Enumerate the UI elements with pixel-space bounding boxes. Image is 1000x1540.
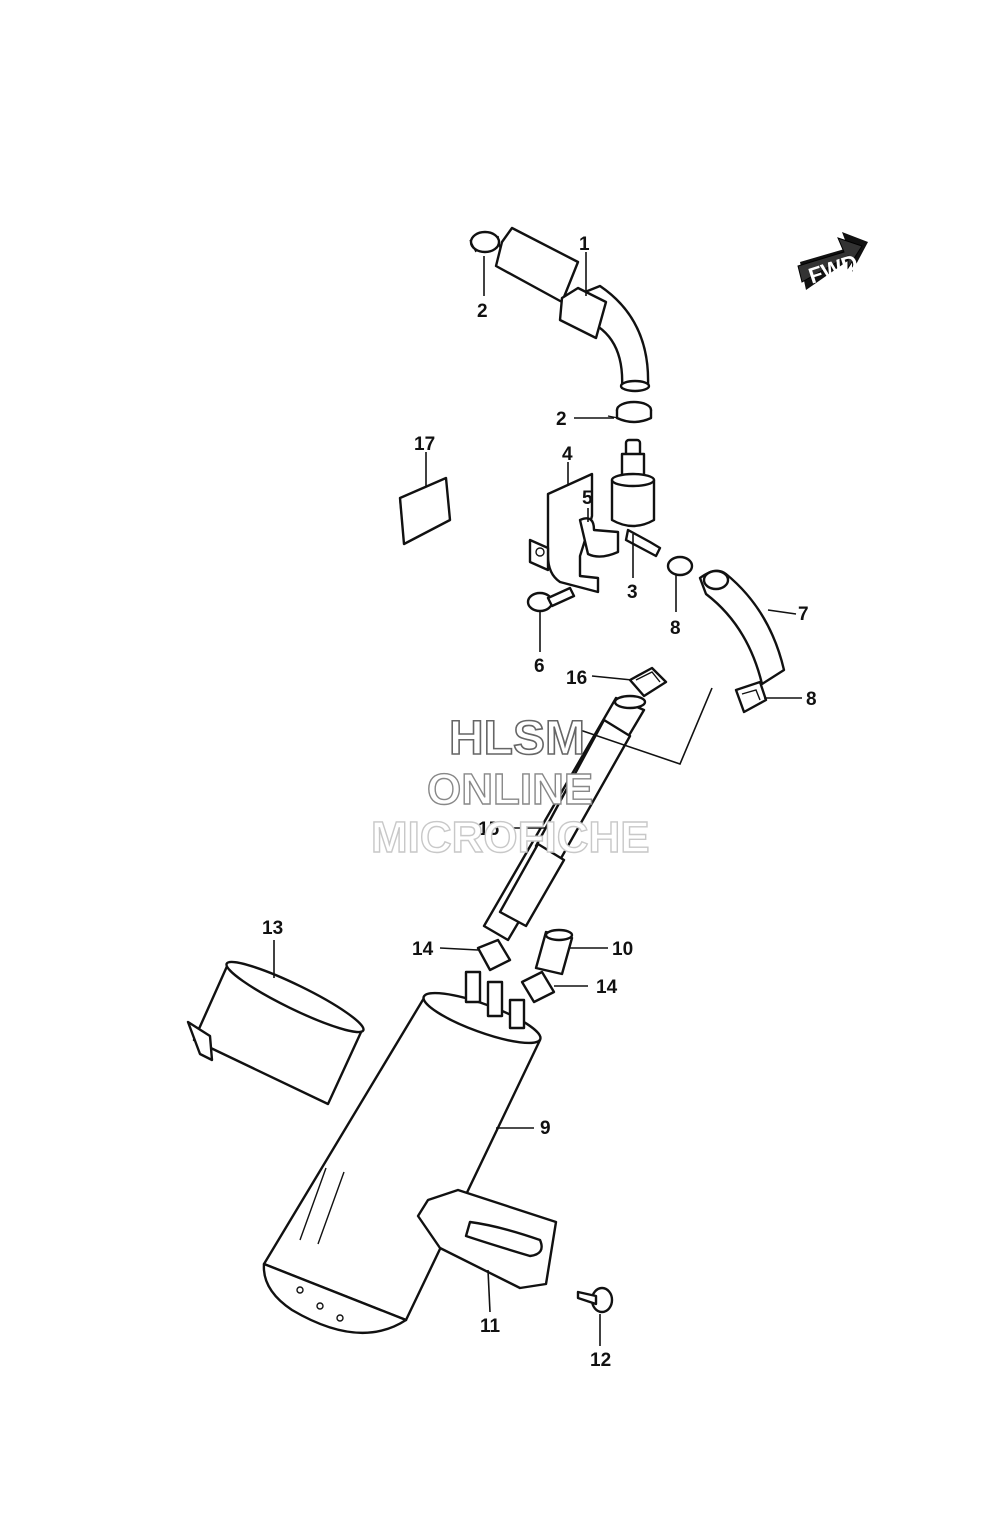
callout-2-mid: 2 bbox=[556, 409, 567, 430]
part-17-label bbox=[398, 476, 452, 546]
part-5-clamp-band bbox=[578, 517, 620, 558]
callout-13: 13 bbox=[262, 918, 283, 939]
callout-10: 10 bbox=[612, 939, 633, 960]
callout-4: 4 bbox=[562, 444, 573, 465]
callout-14-left: 14 bbox=[412, 939, 434, 960]
callout-16: 16 bbox=[566, 668, 587, 689]
callout-labels: 1 2 2 3 4 5 6 7 8 8 9 10 11 12 13 14 14 … bbox=[262, 234, 817, 1371]
callout-6: 6 bbox=[534, 656, 545, 677]
part-6-screw bbox=[526, 586, 576, 613]
part-2-clamp-mid bbox=[607, 400, 653, 424]
part-7-hose bbox=[698, 569, 786, 686]
callout-14-right: 14 bbox=[596, 977, 618, 998]
fwd-arrow-icon: FWD bbox=[797, 232, 868, 290]
callout-7: 7 bbox=[798, 604, 809, 625]
part-1-hose bbox=[494, 226, 651, 393]
callout-11: 11 bbox=[480, 1316, 501, 1337]
callout-2-top: 2 bbox=[477, 301, 488, 322]
watermark-line-3: MICROFICHE bbox=[371, 813, 650, 862]
callout-12: 12 bbox=[590, 1350, 611, 1371]
part-15-hose bbox=[482, 694, 647, 942]
part-16-clip bbox=[628, 666, 668, 698]
callout-15: 15 bbox=[478, 819, 500, 840]
watermark-line-2: ONLINE bbox=[427, 765, 593, 814]
part-8-clamp-lower bbox=[734, 680, 768, 714]
callout-8-upper: 8 bbox=[670, 618, 681, 639]
watermark: HLSM ONLINE MICROFICHE bbox=[370, 711, 650, 863]
part-2-clamp-top bbox=[469, 230, 501, 254]
callout-17: 17 bbox=[414, 434, 435, 455]
part-14-clip-right bbox=[520, 970, 556, 1004]
callout-5: 5 bbox=[582, 488, 593, 509]
part-11-strap bbox=[416, 1188, 558, 1290]
leader-lines bbox=[273, 252, 802, 1346]
callout-1: 1 bbox=[579, 234, 590, 255]
part-8-clamp-upper bbox=[666, 555, 694, 577]
fwd-label: FWD bbox=[805, 249, 860, 288]
part-12-screw bbox=[576, 1286, 614, 1314]
part-3-valve bbox=[610, 438, 662, 558]
part-13-filter bbox=[186, 960, 365, 1106]
callout-8-lower: 8 bbox=[806, 689, 817, 710]
part-9-canister bbox=[262, 970, 542, 1335]
part-10-cap bbox=[534, 928, 574, 976]
watermark-line-1: HLSM bbox=[449, 712, 585, 765]
part-14-clip-left bbox=[476, 938, 512, 972]
callout-9: 9 bbox=[540, 1118, 551, 1139]
callout-3: 3 bbox=[627, 582, 638, 603]
